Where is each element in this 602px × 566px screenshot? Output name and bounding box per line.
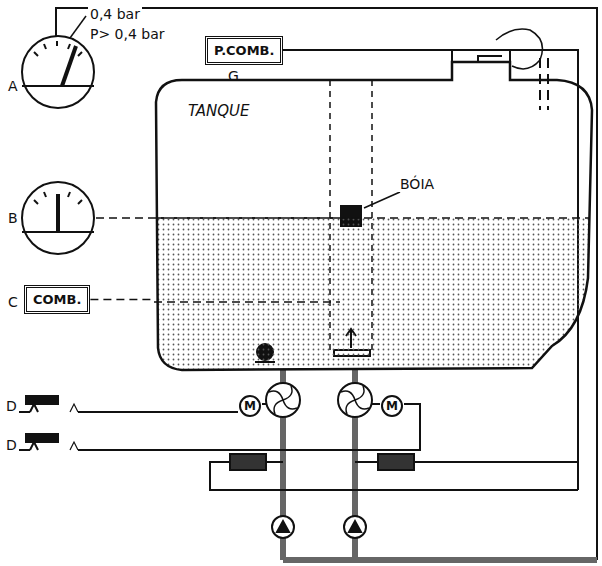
callout-letter: G [226,68,241,84]
pressure-value: 0,4 bar [88,6,142,22]
sensor-line [90,299,152,300]
indicator-box: COMB. [24,285,90,314]
fuel-tank: TANQUE [152,78,595,370]
callout-letter: A [6,78,20,94]
node-text: P.COMB. [214,43,274,58]
pressure-condition: P> 0,4 bar [88,26,167,42]
callout-letter: D [4,398,19,414]
node-text: M [386,399,398,413]
node-text: COMB. [33,292,81,307]
tank-outline [152,78,595,370]
node-text: M [244,399,256,413]
callout-letter: D [4,437,19,453]
motor-circle: M [381,395,403,417]
callout-letter: B [6,210,20,226]
motor-circle: M [239,395,261,417]
indicator-box: P.COMB. [205,36,283,65]
callout-letter: C [6,294,20,310]
part-name: BÓIA [398,176,436,192]
node-text: TANQUE [188,102,250,120]
